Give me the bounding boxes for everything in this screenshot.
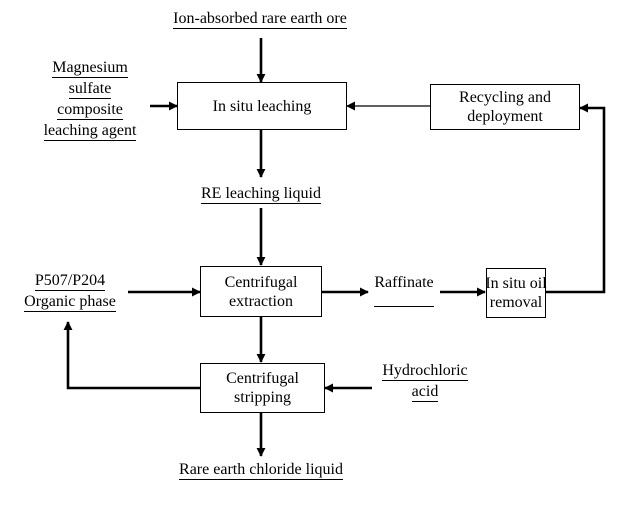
box-centrifugal-extraction: Centrifugal extraction: [200, 266, 322, 317]
hcl-line-1: Hydrochloric: [382, 362, 468, 381]
box-leaching-line-1: In situ leaching: [212, 97, 312, 115]
label-ore: Ion-absorbed rare earth ore: [173, 10, 347, 29]
box-recycling-deployment: Recycling and deployment: [430, 84, 580, 130]
agent-line-2: sulfate: [68, 80, 112, 99]
label-hydrochloric-acid: Hydrochloric acid: [370, 360, 480, 402]
box-recycling-line-2: deployment: [467, 108, 543, 125]
label-re-leaching-liquid: RE leaching liquid: [201, 185, 321, 204]
label-organic-phase: P507/P204 Organic phase: [10, 270, 130, 312]
box-stripping-line-1: Centrifugal: [226, 370, 299, 387]
box-in-situ-oil-removal: In situ oil removal: [485, 268, 547, 318]
box-recycling-line-1: Recycling and: [459, 89, 551, 106]
agent-line-1: Magnesium: [52, 59, 128, 78]
organic-line-2: Organic phase: [24, 293, 116, 312]
arrow-stripping-to-organic: [63, 321, 200, 390]
label-rare-earth-chloride-liquid: Rare earth chloride liquid: [179, 461, 343, 480]
box-extraction-line-1: Centrifugal: [224, 273, 298, 291]
organic-line-1: P507/P204: [34, 272, 106, 291]
box-extraction-line-2: extraction: [229, 292, 293, 310]
box-stripping-line-2: stripping: [234, 389, 291, 406]
label-raffinate: Raffinate: [365, 273, 443, 307]
box-oil-line-1: In situ oil: [485, 275, 547, 292]
agent-line-4: leaching agent: [43, 122, 137, 141]
arrow-oil-to-recycling: [546, 103, 606, 294]
label-leaching-agent: Magnesium sulfate composite leaching age…: [28, 57, 152, 141]
box-in-situ-leaching: In situ leaching: [177, 82, 347, 130]
agent-line-3: composite: [57, 101, 123, 120]
box-centrifugal-stripping: Centrifugal stripping: [200, 363, 325, 413]
hcl-line-2: acid: [411, 383, 439, 402]
box-oil-line-2: removal: [489, 294, 543, 311]
